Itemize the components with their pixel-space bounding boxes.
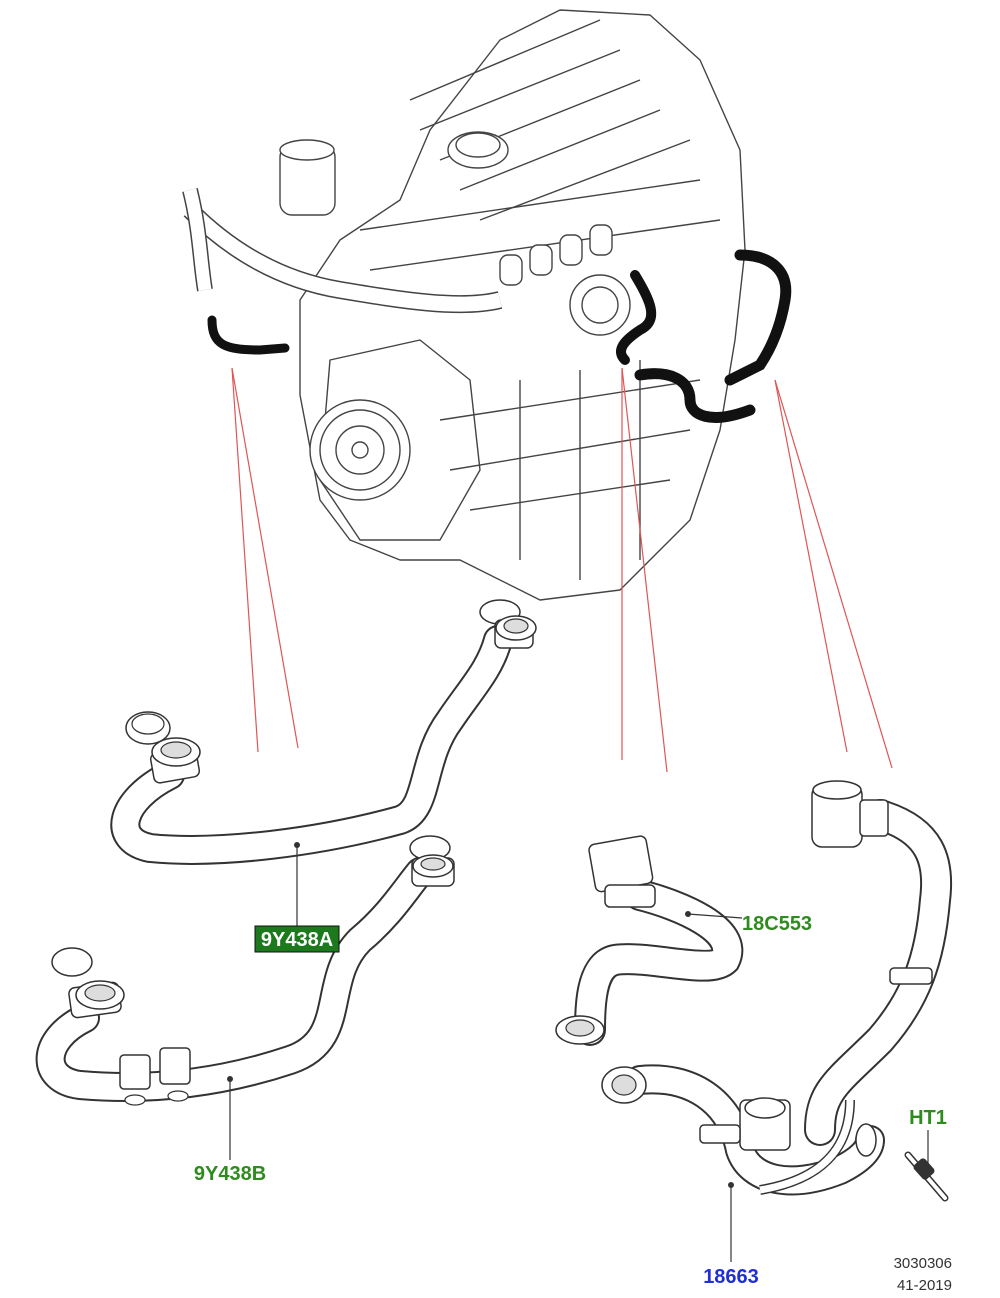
highlight-box-9y438a xyxy=(254,925,340,953)
fastener-ht1[interactable] xyxy=(904,1130,949,1202)
hose-assembly-18663[interactable] xyxy=(601,780,953,1262)
label-18663[interactable]: 18663 xyxy=(703,1266,759,1288)
label-9y438a[interactable]: 9Y438A xyxy=(261,929,333,951)
label-9y438b[interactable]: 9Y438B xyxy=(194,1163,266,1185)
hose-18c553[interactable] xyxy=(555,835,744,1046)
hose-9y438a[interactable] xyxy=(110,599,537,926)
label-18c553[interactable]: 18C553 xyxy=(742,913,812,935)
installed-hoses xyxy=(207,249,792,423)
footer-date: 41-2019 xyxy=(897,1277,952,1294)
footer-code: 3030306 xyxy=(894,1255,952,1272)
label-ht1[interactable]: HT1 xyxy=(909,1107,947,1129)
leader-lines xyxy=(231,367,893,773)
hose-9y438b[interactable] xyxy=(35,835,455,1160)
engine-assembly xyxy=(182,9,746,601)
